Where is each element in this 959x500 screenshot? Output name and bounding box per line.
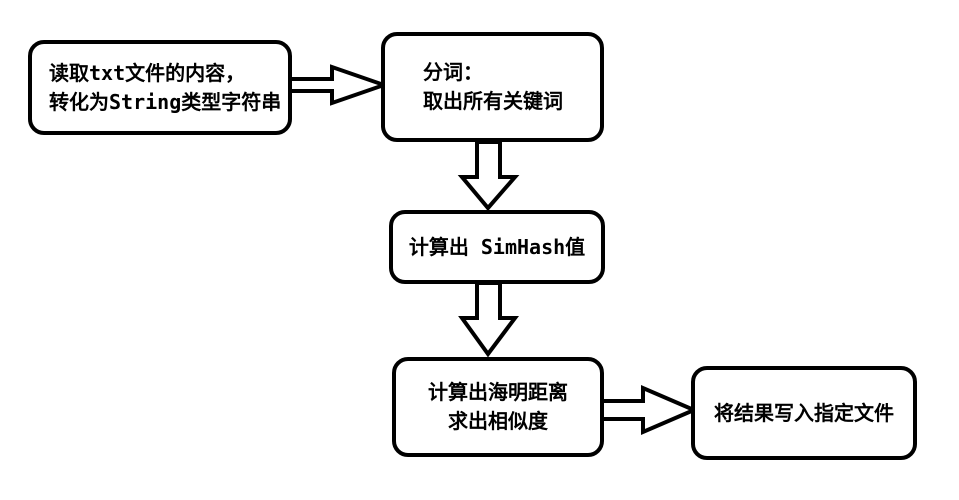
node-text-line: 计算出海明距离 (428, 380, 568, 404)
arrow-down-segment-to-simhash-icon (457, 140, 520, 212)
arrow-right-read-to-segment-icon (288, 64, 391, 106)
node-text-line: 取出所有关键词 (423, 89, 563, 113)
node-text-line: 求出相似度 (448, 409, 548, 433)
flow-node-read-txt: 读取txt文件的内容， 转化为String类型字符串 (28, 40, 292, 135)
node-text-line: 将结果写入指定文件 (714, 400, 894, 425)
flow-node-compute-simhash: 计算出 SimHash值 (389, 210, 605, 284)
node-text-line: 计算出 SimHash值 (408, 234, 586, 259)
node-text-line: 读取txt文件的内容， (49, 60, 246, 85)
flow-node-write-result: 将结果写入指定文件 (691, 366, 917, 460)
node-text-line: 分词： (423, 60, 483, 84)
flow-node-hamming-distance: 计算出海明距离 求出相似度 (392, 357, 604, 457)
flow-node-segment-words: 分词： 取出所有关键词 (381, 32, 604, 142)
node-text-line: 转化为String类型字符串 (49, 89, 282, 114)
arrow-right-hamming-to-write-icon (600, 384, 700, 436)
arrow-down-simhash-to-hamming-icon (458, 281, 519, 358)
